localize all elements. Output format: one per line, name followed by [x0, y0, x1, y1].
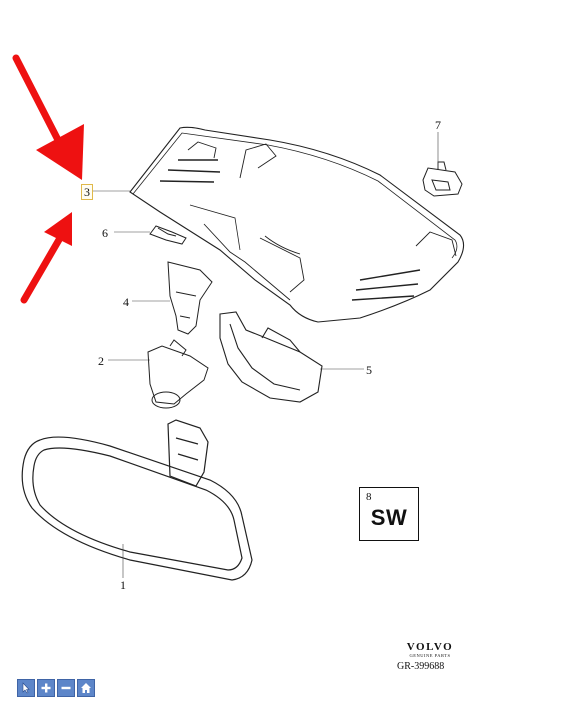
callout-3: 3	[81, 184, 93, 200]
home-icon	[81, 683, 91, 693]
red-arrow-down	[12, 54, 84, 180]
minus-icon	[61, 686, 71, 690]
callout-6: 6	[102, 226, 108, 240]
home-button[interactable]	[77, 679, 95, 697]
viewer-toolbar	[17, 679, 95, 697]
red-arrow-up	[20, 212, 72, 304]
zoom-in-button[interactable]	[37, 679, 55, 697]
software-label: SW	[370, 505, 408, 530]
plus-icon	[41, 683, 51, 693]
callout-8: 8	[366, 491, 372, 503]
callout-5: 5	[366, 363, 372, 377]
lower-cover-part-5	[219, 311, 323, 403]
diagram-reference: GR-399688	[397, 661, 445, 672]
callout-2: 2	[98, 354, 104, 368]
select-tool-button[interactable]	[17, 679, 35, 697]
mirror-part-1	[21, 419, 253, 581]
mount-part-2	[147, 339, 209, 409]
connector-part-7	[422, 161, 463, 197]
brand-tagline: GENUINE PARTS	[409, 653, 451, 658]
software-box: 8 SW	[359, 487, 419, 541]
brand-name: VOLVO	[406, 641, 454, 653]
callout-4: 4	[123, 295, 129, 309]
callout-7: 7	[435, 118, 441, 132]
clip-part-6	[149, 225, 187, 245]
leader-lines	[93, 132, 439, 578]
brand-logo: VOLVO GENUINE PARTS	[395, 641, 465, 658]
cursor-icon	[22, 682, 30, 694]
cover-part-3	[129, 126, 465, 323]
zoom-out-button[interactable]	[57, 679, 75, 697]
bracket-part-4	[167, 261, 213, 335]
callout-1: 1	[120, 578, 126, 592]
